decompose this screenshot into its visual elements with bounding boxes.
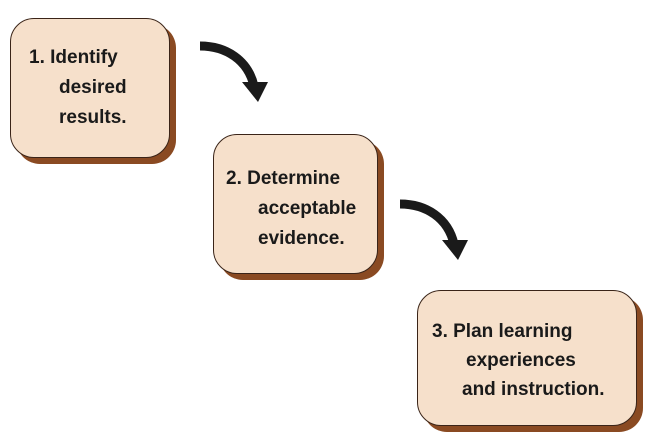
step-3-line-3: and instruction. (462, 379, 605, 400)
curved-arrow-2-icon (399, 199, 468, 260)
step-3-line-1: 3. Plan learning (432, 321, 573, 342)
step-2-line-1: 2. Determine (226, 168, 341, 189)
step-2-line-3: evidence. (258, 228, 345, 249)
step-3-line-2: experiences (466, 350, 576, 371)
step-1-line-2: desired (59, 77, 127, 98)
step-1-line-3: results. (59, 107, 127, 128)
step-3-box: 3. Plan learning experiences and instruc… (417, 290, 637, 426)
step-2-box: 2. Determine acceptable evidence. (213, 134, 378, 274)
curved-arrow-1-icon (199, 41, 268, 102)
step-2-line-2: acceptable (258, 198, 357, 219)
step-1-line-1: 1. Identify (29, 47, 118, 68)
step-1-box: 1. Identify desired results. (10, 18, 170, 158)
